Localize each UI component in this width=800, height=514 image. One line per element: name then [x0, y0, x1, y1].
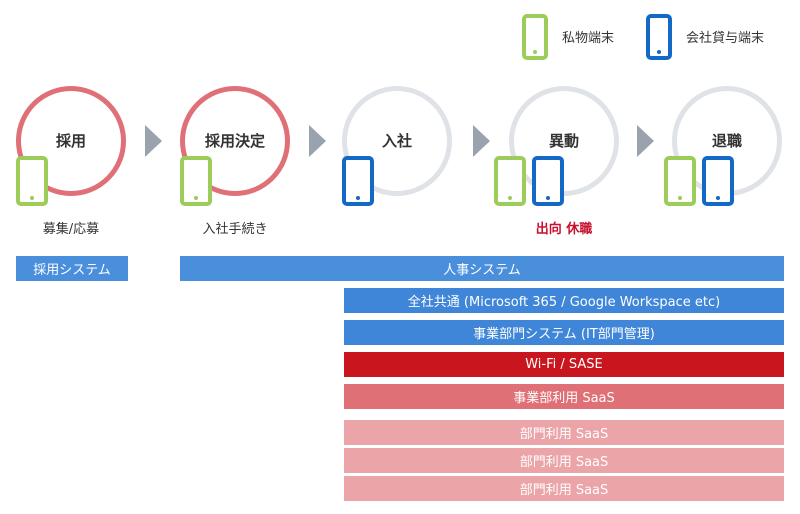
system-bar-wifi-sase: Wi-Fi / SASE: [344, 352, 784, 377]
stage-label-transfer: 異動: [548, 132, 579, 150]
system-bar-department-saas: 部門利用 SaaS: [344, 476, 784, 501]
legend-company-device-label: 会社貸与端末: [686, 31, 765, 46]
flow-arrow-icon: [145, 125, 162, 157]
system-bar-department-saas: 部門利用 SaaS: [344, 448, 784, 473]
system-bar-division-saas: 事業部利用 SaaS: [344, 384, 784, 409]
legend: 私物端末 会社貸与端末: [522, 14, 792, 64]
stage-label-offer: 採用決定: [204, 132, 265, 150]
stage-sublabel-offer: 入社手続き: [202, 222, 268, 237]
private-device-icon: [664, 156, 696, 206]
private-device-icon: [180, 156, 212, 206]
stage-circle-transfer: [509, 86, 619, 196]
stage-label-retire: 退職: [711, 132, 742, 150]
system-bar-recruitment: 採用システム: [16, 256, 128, 281]
company-device-icon: [342, 156, 374, 206]
legend-company-device-icon: [646, 14, 672, 60]
stage-circle-join: [342, 86, 452, 196]
stage-sublabel-transfer: 出向 休職: [535, 222, 593, 237]
system-bar-hr: 人事システム: [180, 256, 784, 281]
private-device-icon: [494, 156, 526, 206]
system-bar-business-division: 事業部門システム (IT部門管理): [344, 320, 784, 345]
flow-arrow-icon: [309, 125, 326, 157]
private-device-icon: [16, 156, 48, 206]
stage-label-join: 入社: [381, 132, 412, 150]
stage-label-recruit: 採用: [55, 132, 86, 150]
company-device-icon: [702, 156, 734, 206]
legend-private-device-label: 私物端末: [562, 31, 615, 46]
system-bar-department-saas: 部門利用 SaaS: [344, 420, 784, 445]
legend-private-device-icon: [522, 14, 548, 60]
company-device-icon: [532, 156, 564, 206]
stage-sublabel-recruit: 募集/応募: [42, 222, 100, 237]
system-bar-company-wide: 全社共通 (Microsoft 365 / Google Workspace e…: [344, 288, 784, 313]
flow-arrow-icon: [637, 125, 654, 157]
flow-arrow-icon: [473, 125, 490, 157]
